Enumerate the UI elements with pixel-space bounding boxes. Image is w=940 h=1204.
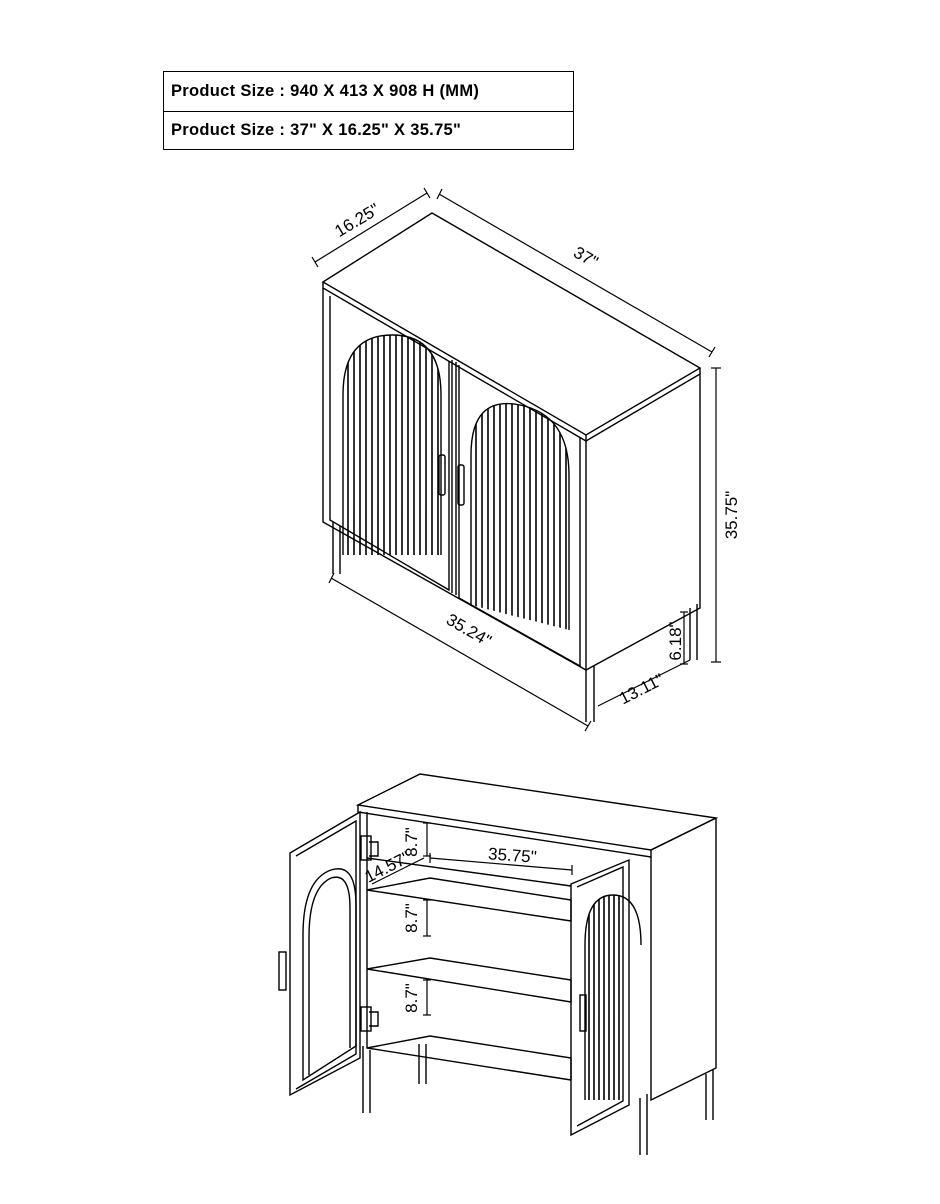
inner-width-label: 35.24" [443,610,495,651]
width-label: 37" [570,243,601,272]
bottom-gap-label: 8.7" [402,983,421,1013]
product-size-table: Product Size : 940 X 413 X 908 H (MM) Pr… [163,71,574,150]
open-door-flutes [588,895,620,1100]
top-gap-label: 8.7" [402,827,421,857]
right-door-flutes [475,403,567,630]
closed-cabinet-dimension-lines [311,187,721,732]
product-size-mm: Product Size : 940 X 413 X 908 H (MM) [171,81,480,100]
shelf-depth-label: 14.57" [362,848,414,887]
product-size-inches: Product Size : 37" X 16.25" X 35.75" [164,110,573,150]
open-cabinet-drawing [278,773,719,1155]
shelf-width-label: 35.75" [487,844,537,866]
leg-height-label: 6.18" [666,621,685,660]
leg-span-label: 13.11" [616,670,667,708]
middle-gap-label: 8.7" [402,903,421,933]
open-cabinet-dimension-lines [371,822,573,1016]
left-door-flutes [347,335,439,555]
depth-label: 16.25" [331,200,382,241]
height-label: 35.75" [722,491,741,540]
